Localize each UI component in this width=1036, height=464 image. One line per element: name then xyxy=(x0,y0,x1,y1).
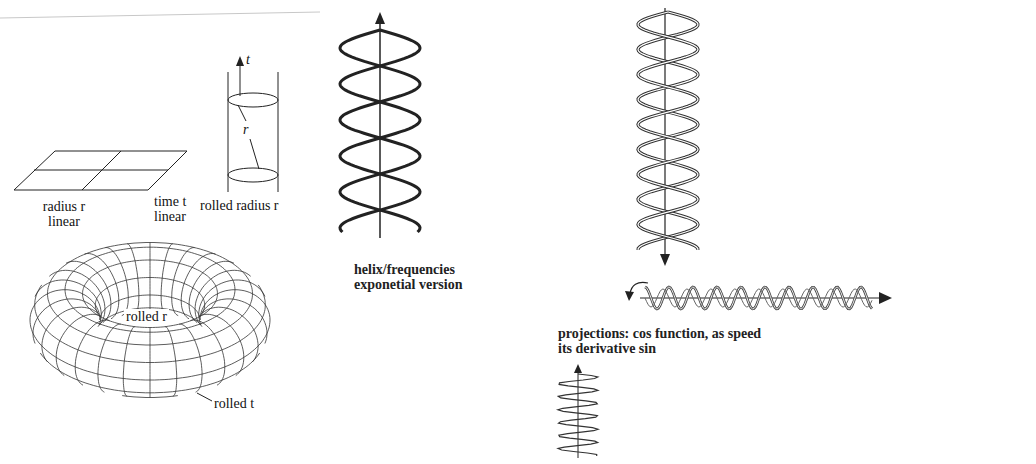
cos-wave xyxy=(645,287,872,309)
helix-strand xyxy=(340,30,420,232)
helix-strand xyxy=(638,12,698,250)
top-rule xyxy=(0,12,320,18)
arrow-head xyxy=(574,364,582,373)
arrow-head xyxy=(375,12,385,24)
arrow-head xyxy=(236,56,244,66)
helix-strand xyxy=(638,12,698,250)
arrow-head xyxy=(660,254,670,266)
cylinder xyxy=(228,64,278,192)
helix-axis xyxy=(379,22,381,238)
label: time t linear xyxy=(154,194,204,224)
label: r xyxy=(243,122,248,137)
torus xyxy=(30,243,270,398)
label: rolled r xyxy=(124,309,169,324)
helix-strand xyxy=(340,30,420,232)
sin-wave xyxy=(645,289,872,307)
arrow-head xyxy=(625,291,634,301)
coil xyxy=(558,374,598,456)
leader-line xyxy=(197,393,212,401)
label: rolled t xyxy=(214,396,254,411)
helix-strand xyxy=(638,12,698,250)
label: rolled radius r xyxy=(200,198,279,213)
arrow-head xyxy=(879,292,892,304)
label: helix/frequencies exponetial version xyxy=(354,262,489,292)
helix-strand xyxy=(638,12,698,250)
label: projections: cos function, as speed its … xyxy=(558,326,768,356)
label: t xyxy=(246,52,250,67)
cos-wave xyxy=(645,287,872,309)
helix-axis xyxy=(664,8,665,256)
label: radius r linear xyxy=(28,199,100,229)
plane-grid xyxy=(14,151,187,190)
